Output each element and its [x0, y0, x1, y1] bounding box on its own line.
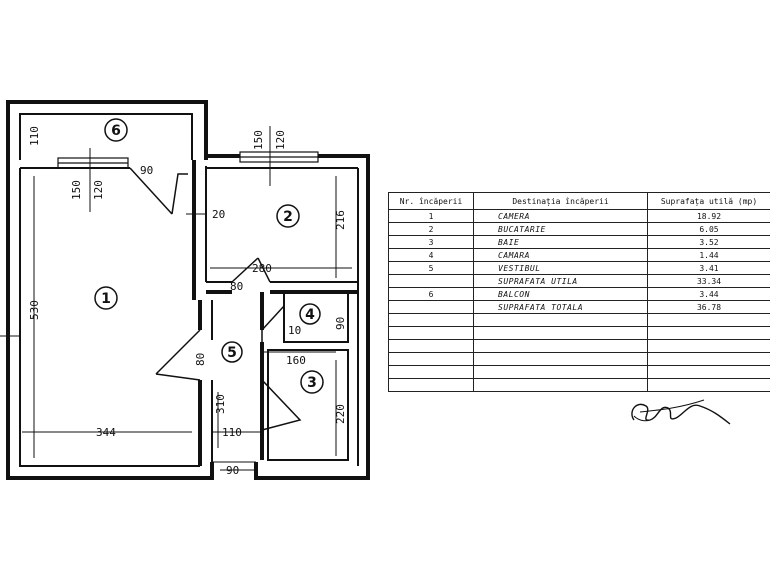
cell-area: 33.34 — [647, 274, 770, 288]
table-row-empty — [388, 365, 770, 379]
cell-room-number — [388, 300, 474, 314]
windows — [57, 151, 319, 169]
room-number-1: 1 — [94, 286, 118, 310]
dimension-lines — [0, 126, 352, 471]
cell-room-number: 2 — [388, 222, 474, 236]
cell-room-number: 4 — [388, 248, 474, 262]
table-row-empty — [388, 326, 770, 340]
dim-living-window-a: 150 — [70, 180, 83, 200]
cell-room-use: BAIE — [473, 235, 648, 249]
header-useful-area: Suprafața utilă (mp) — [647, 192, 770, 210]
cell-area: 1.44 — [647, 248, 770, 262]
svg-text:6: 6 — [111, 123, 121, 139]
dim-living-height: 530 — [28, 300, 41, 320]
table-row: 5 VESTIBUL 3.41 — [388, 261, 770, 275]
dim-hall-310: 310 — [214, 394, 227, 414]
svg-text:2: 2 — [283, 209, 293, 225]
svg-text:4: 4 — [305, 307, 315, 323]
table-row: 3 BAIE 3.52 — [388, 235, 770, 249]
svg-text:3: 3 — [307, 375, 317, 391]
cell-room-number: 3 — [388, 235, 474, 249]
cell-room-use: BUCATARIE — [473, 222, 648, 236]
room-number-3: 3 — [300, 370, 324, 394]
table-row: SUPRAFATA TOTALA 36.78 — [388, 300, 770, 314]
room-number-6: 6 — [104, 118, 128, 142]
cell-area: 3.52 — [647, 235, 770, 249]
svg-text:1: 1 — [101, 291, 111, 307]
room-schedule-table: Nr. încăperii Destinația încăperii Supra… — [388, 192, 770, 392]
cell-area: 3.44 — [647, 287, 770, 301]
room-number-4: 4 — [299, 303, 321, 325]
dim-wall-20: 20 — [212, 208, 225, 221]
header-room-number: Nr. încăperii — [388, 192, 474, 210]
table-row: 2 BUCATARIE 6.05 — [388, 222, 770, 236]
cell-room-use: SUPRAFATA UTILA — [473, 274, 648, 288]
dim-storage-90: 90 — [334, 317, 347, 330]
cell-room-number: 6 — [388, 287, 474, 301]
dim-bath-width: 160 — [286, 354, 306, 367]
room-number-5: 5 — [221, 341, 243, 363]
table-row: 6 BALCON 3.44 — [388, 287, 770, 301]
dim-hall-80: 80 — [194, 353, 207, 366]
dim-entrance-90: 90 — [226, 464, 239, 477]
room-number-2: 2 — [276, 204, 300, 228]
cell-area: 36.78 — [647, 300, 770, 314]
dim-kitchen-window-a: 150 — [252, 130, 265, 150]
dim-bath-220: 220 — [334, 404, 347, 424]
cell-area: 18.92 — [647, 209, 770, 223]
cell-area: 3.41 — [647, 261, 770, 275]
door-swings — [129, 167, 302, 431]
cell-room-number: 5 — [388, 261, 474, 275]
signature — [631, 399, 731, 425]
dim-door-living: 90 — [140, 164, 153, 177]
table-header-row: Nr. încăperii Destinația încăperii Supra… — [388, 192, 770, 210]
dim-door-10: 10 — [288, 324, 301, 337]
cell-room-number: 1 — [388, 209, 474, 223]
table-row: SUPRAFATA UTILA 33.34 — [388, 274, 770, 288]
dim-door-80: 80 — [230, 280, 243, 293]
dim-living-width: 344 — [96, 426, 116, 439]
cell-room-number — [388, 274, 474, 288]
cell-area: 6.05 — [647, 222, 770, 236]
dim-kitchen-window-b: 120 — [274, 130, 287, 150]
table-row: 1 CAMERA 18.92 — [388, 209, 770, 223]
table-row: 4 CAMARA 1.44 — [388, 248, 770, 262]
table-row-empty — [388, 352, 770, 366]
dim-kitchen-width: 280 — [252, 262, 272, 275]
cell-room-use: CAMARA — [473, 248, 648, 262]
header-room-use: Destinația încăperii — [473, 192, 648, 210]
walls — [6, 100, 370, 480]
cell-room-use: CAMERA — [473, 209, 648, 223]
table-row-empty — [388, 378, 770, 392]
dim-living-window-b: 120 — [92, 180, 105, 200]
cell-room-use: SUPRAFATA TOTALA — [473, 300, 648, 314]
table-row-empty — [388, 313, 770, 327]
floor-plan: 1 2 3 4 5 6 110 150 120 90 150 120 20 21… — [0, 100, 370, 480]
dim-kitchen-height: 216 — [334, 210, 347, 230]
cell-room-use: VESTIBUL — [473, 261, 648, 275]
dim-balcony-depth: 110 — [28, 126, 41, 146]
svg-text:5: 5 — [227, 345, 237, 361]
cell-room-use: BALCON — [473, 287, 648, 301]
dim-hall-110: 110 — [222, 426, 242, 439]
table-row-empty — [388, 339, 770, 353]
